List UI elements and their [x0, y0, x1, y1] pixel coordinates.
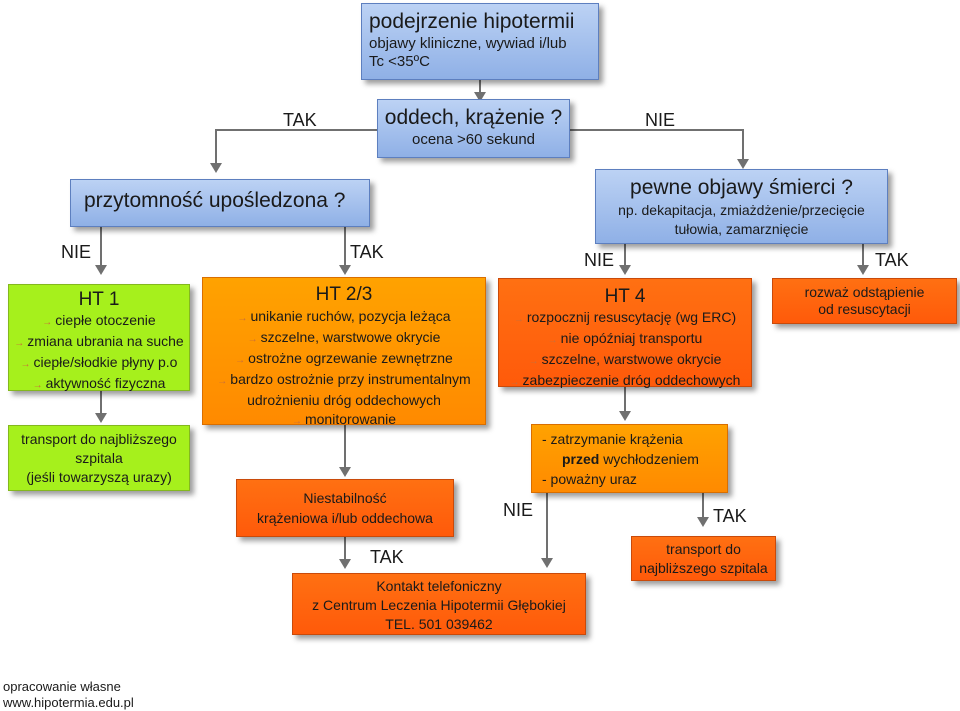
- breathing-box: oddech, krążenie ? ocena >60 sekund: [377, 99, 570, 158]
- footer-url[interactable]: www.hipotermia.edu.pl: [3, 695, 134, 710]
- connector-arrest-contact: [546, 493, 548, 560]
- connector-right-v: [742, 129, 744, 161]
- arrow-head: [339, 559, 351, 569]
- arrest-line2-bold: przed: [562, 451, 600, 467]
- ht4-item-4: zabezpieczenie dróg oddechowych: [499, 371, 751, 392]
- connector-start-breathing: [479, 80, 481, 94]
- consciousness-box: przytomność upośledzona ?: [70, 179, 370, 227]
- ht23-item-1: unikanie ruchów, pozycja leżąca: [203, 307, 485, 328]
- label-tak-unstable: TAK: [370, 547, 404, 567]
- ht23-box: HT 2/3 unikanie ruchów, pozycja leżąca s…: [202, 277, 486, 427]
- start-line2: Tc <35ºC: [369, 53, 430, 70]
- transport1-line3: (jeśli towarzyszą urazy): [26, 469, 172, 485]
- ht1-title: HT 1: [78, 289, 120, 310]
- ht1-box: HT 1 ciepłe otoczenie zmiana ubrania na …: [8, 284, 190, 391]
- label-nie-bottom: NIE: [503, 500, 534, 520]
- death-line2: tułowia, zamarznięcie: [674, 221, 809, 237]
- transport2-line1: transport do: [666, 541, 741, 557]
- arrow-head: [619, 265, 631, 275]
- transport-box-2: transport do najbliższego szpitala: [631, 536, 776, 581]
- arrow-head: [619, 411, 631, 421]
- connector-right-h: [570, 129, 744, 131]
- withdraw-line2: od resuscytacji: [818, 301, 911, 317]
- death-box: pewne objawy śmierci ? np. dekapitacja, …: [595, 169, 888, 244]
- ht1-item-1: ciepłe otoczenie: [9, 311, 189, 332]
- connector-unstable-contact: [344, 537, 346, 561]
- arrow-head: [95, 265, 107, 275]
- withdraw-box: rozważ odstąpienie od resuscytacji: [772, 278, 957, 324]
- ht1-item-4: aktywność fizyczna: [9, 374, 189, 395]
- consciousness-title: przytomność upośledzona ?: [84, 189, 346, 212]
- arrow-head: [697, 517, 709, 527]
- connector-ht1-transport: [100, 391, 102, 415]
- connector-nie-ht1: [100, 227, 102, 267]
- footer-credit: opracowanie własne: [3, 679, 121, 694]
- withdraw-line1: rozważ odstąpienie: [804, 284, 925, 300]
- arrow-head: [95, 413, 107, 423]
- death-line1: np. dekapitacja, zmiażdżenie/przecięcie: [618, 202, 865, 218]
- connector-tak-ht23: [344, 227, 346, 267]
- arrow-head: [339, 265, 351, 275]
- arrow-head: [857, 265, 869, 275]
- connector-arrest-transport: [702, 493, 704, 519]
- arrow-head: [210, 163, 222, 173]
- ht1-item-3: ciepłe/słodkie płyny p.o: [9, 353, 189, 374]
- start-box: podejrzenie hipotermii objawy kliniczne,…: [361, 3, 599, 80]
- arrest-line2: przed wychłodzeniem: [542, 449, 727, 469]
- arrow-head: [737, 159, 749, 169]
- label-nie-left: NIE: [61, 242, 92, 262]
- connector-ht23-unstable: [344, 425, 346, 469]
- ht23-item-5: monitorowanie: [203, 410, 485, 431]
- ht23-title: HT 2/3: [315, 284, 373, 305]
- arrow-head: [339, 467, 351, 477]
- connector-tak-withdraw: [862, 244, 864, 267]
- label-tak-left: TAK: [350, 242, 384, 262]
- contact-line3: TEL. 501 039462: [385, 616, 493, 632]
- connector-ht4-arrest: [624, 387, 626, 413]
- arrest-line2-rest: wychłodzeniem: [599, 451, 699, 467]
- contact-line1: Kontakt telefoniczny: [376, 578, 502, 594]
- label-tak-bottom: TAK: [713, 506, 747, 526]
- arrow-head: [474, 92, 486, 102]
- connector-left-v: [215, 129, 217, 165]
- connector-left-h: [215, 129, 377, 131]
- transport1-line1: transport do najbliższego: [21, 431, 177, 447]
- transport1-line2: szpitala: [75, 450, 123, 466]
- ht4-item-2: nie opóźniaj transportu: [499, 329, 751, 350]
- ht4-box: HT 4 rozpocznij resuscytację (wg ERC) ni…: [498, 278, 752, 388]
- transport2-line2: najbliższego szpitala: [639, 560, 768, 576]
- arrest-line3: - poważny uraz: [542, 471, 637, 487]
- ht23-item-4-cont: udrożnieniu dróg oddechowych: [247, 392, 441, 408]
- connector-nie-ht4: [624, 244, 626, 267]
- contact-line2: z Centrum Leczenia Hipotermii Głębokiej: [312, 597, 566, 613]
- contact-box: Kontakt telefoniczny z Centrum Leczenia …: [292, 573, 586, 635]
- arrest-line1: - zatrzymanie krążenia: [542, 431, 683, 447]
- label-nie-right: NIE: [584, 250, 615, 270]
- ht1-item-2: zmiana ubrania na suche: [9, 332, 189, 353]
- ht23-item-4: bardzo ostrożnie przy instrumentalnym: [203, 370, 485, 391]
- transport-box-1: transport do najbliższego szpitala (jeśl…: [8, 425, 190, 491]
- death-title: pewne objawy śmierci ?: [630, 176, 853, 199]
- ht4-title: HT 4: [604, 286, 646, 307]
- ht23-item-2: szczelne, warstwowe okrycie: [203, 328, 485, 349]
- arrow-head: [541, 558, 553, 568]
- unstable-box: Niestabilność krążeniowa i/lub oddechowa: [236, 479, 454, 537]
- start-title: podejrzenie hipotermii: [369, 10, 575, 33]
- ht4-item-1: rozpocznij resuscytację (wg ERC): [499, 308, 751, 329]
- arrest-box: - zatrzymanie krążenia przed wychłodzeni…: [531, 424, 728, 493]
- ht23-item-3: ostrożne ogrzewanie zewnętrzne: [203, 349, 485, 370]
- unstable-line1: Niestabilność: [303, 490, 387, 506]
- breathing-title: oddech, krążenie ?: [384, 106, 563, 129]
- start-line1: objawy kliniczne, wywiad i/lub: [369, 35, 567, 52]
- ht4-item-3: szczelne, warstwowe okrycie: [499, 350, 751, 371]
- unstable-line2: krążeniowa i/lub oddechowa: [257, 510, 433, 526]
- breathing-sub: ocena >60 sekund: [411, 131, 536, 148]
- label-tak-right: TAK: [875, 250, 909, 270]
- label-nie-top: NIE: [645, 110, 676, 130]
- label-tak-top: TAK: [283, 110, 317, 130]
